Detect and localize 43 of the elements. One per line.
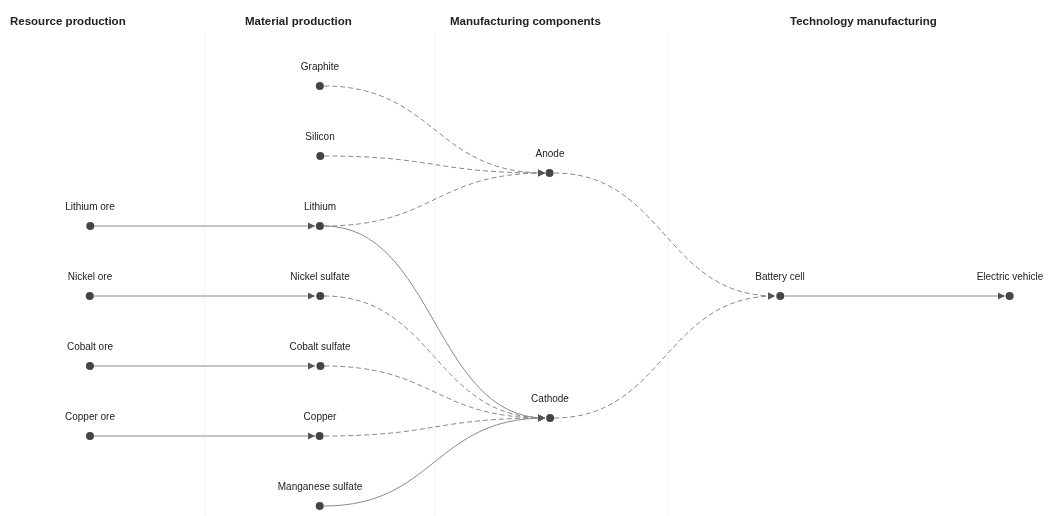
node [976, 271, 1044, 300]
arrow [323, 415, 546, 507]
arrow [93, 222, 316, 230]
node-label: Cobalt ore [66, 341, 114, 353]
node-label: Battery cell [755, 271, 805, 283]
node [305, 131, 335, 160]
node-label: Cobalt sulfate [289, 341, 351, 353]
node [65, 411, 115, 440]
arrow [93, 362, 316, 370]
column-heading: Technology manufacturing [790, 14, 937, 29]
node-label: Nickel sulfate [290, 271, 350, 283]
node-label: Cathode [531, 393, 569, 405]
node-label: Copper [303, 411, 337, 423]
node [66, 341, 114, 370]
node [277, 481, 363, 510]
node [535, 148, 565, 177]
node [289, 341, 351, 370]
node [755, 271, 805, 300]
node-label: Nickel ore [67, 271, 113, 283]
column-heading: Material production [245, 14, 352, 29]
node-label: Silicon [305, 131, 335, 143]
node-label: Anode [535, 148, 565, 160]
node-label: Lithium [303, 201, 337, 213]
node [531, 393, 569, 422]
node [300, 61, 340, 90]
node [303, 201, 337, 230]
node [290, 271, 350, 300]
arrow [93, 432, 316, 440]
node-label: Graphite [300, 61, 340, 73]
node-label: Electric vehicle [976, 271, 1044, 283]
column-heading: Resource production [10, 14, 126, 29]
arrow [93, 292, 316, 300]
node [303, 411, 337, 440]
node-label: Copper ore [65, 411, 115, 423]
arrow [553, 293, 776, 419]
arrow [323, 85, 546, 176]
node [65, 201, 115, 230]
column-heading: Manufacturing components [450, 14, 601, 29]
node-label: Lithium ore [65, 201, 115, 213]
arrow [783, 292, 1006, 300]
arrow [323, 169, 546, 227]
node-label: Manganese sulfate [277, 481, 363, 493]
node [67, 271, 113, 300]
